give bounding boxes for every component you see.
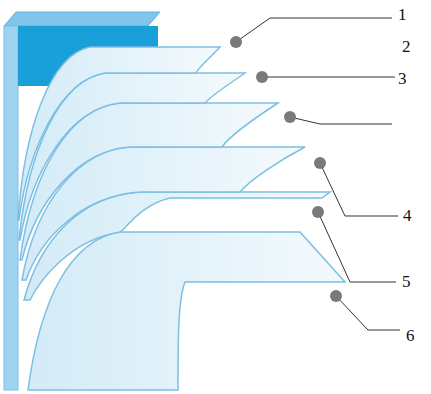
callout-number: 2 xyxy=(402,38,411,55)
callout-number: 6 xyxy=(406,327,415,344)
callout-number: 3 xyxy=(398,70,407,87)
callout-number: 5 xyxy=(402,273,411,290)
callout-number: 4 xyxy=(403,207,412,224)
callout-number: 1 xyxy=(398,6,407,23)
